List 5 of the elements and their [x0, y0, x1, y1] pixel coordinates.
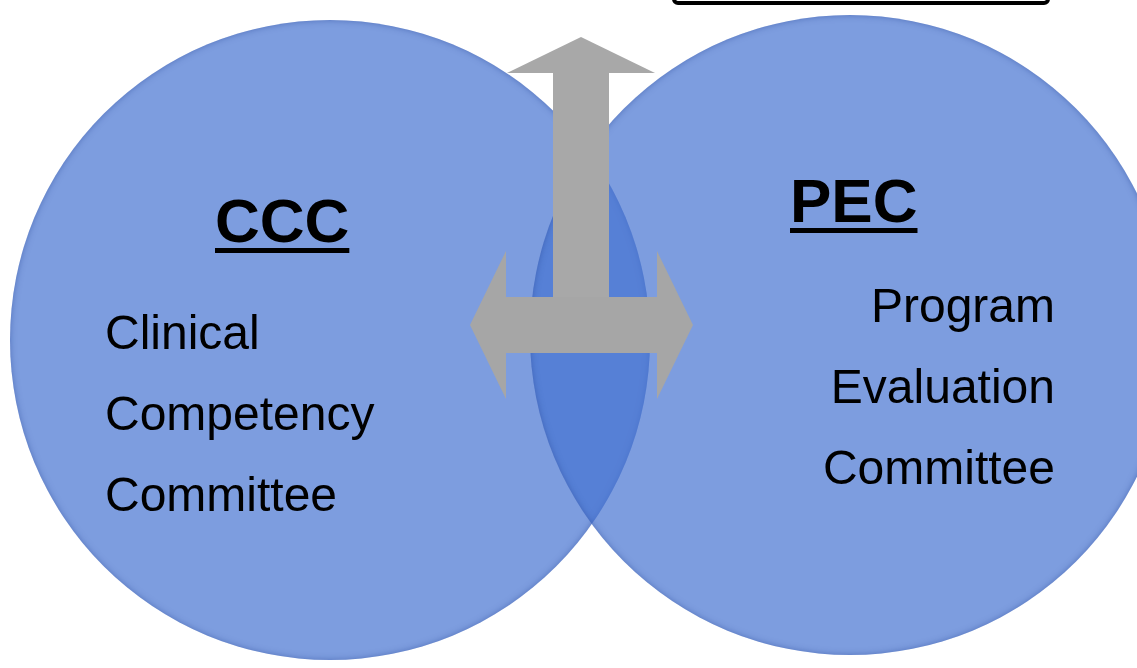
circle-heading: PEC — [790, 165, 918, 236]
circle-description: Clinical Competency Committee — [105, 305, 376, 523]
circle-heading: CCC — [215, 185, 350, 256]
circle-description: Program Evaluation Committee — [821, 278, 1055, 496]
double-arrow — [470, 251, 693, 399]
